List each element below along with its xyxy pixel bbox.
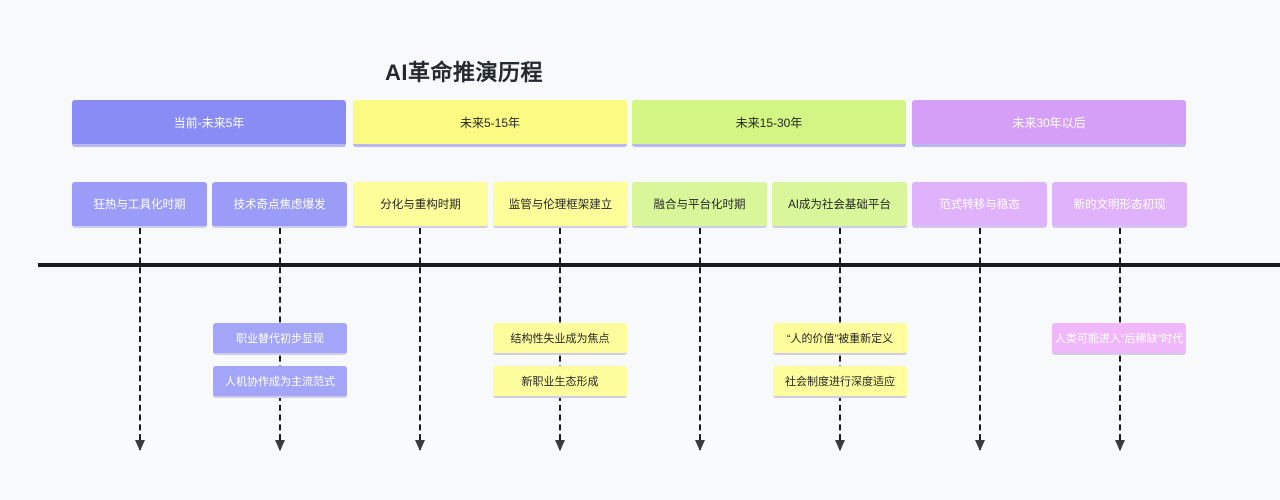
impact-box-3[interactable]: 新职业生态形成 [493, 366, 627, 398]
impact-box-2[interactable]: 结构性失业成为焦点 [493, 323, 627, 355]
phase-box-label: 技术奇点焦虑爆发 [233, 199, 326, 211]
era-band-2[interactable]: 未来15-30年 [632, 100, 906, 147]
connector-line-6 [979, 228, 981, 450]
era-band-label: 未来15-30年 [735, 115, 803, 130]
phase-box-2[interactable]: 分化与重构时期 [353, 182, 488, 228]
connector-line-0 [139, 228, 141, 450]
connector-line-2 [419, 228, 421, 450]
connector-line-4 [699, 228, 701, 450]
era-band-0[interactable]: 当前-未来5年 [72, 100, 346, 147]
connector-arrow-4 [695, 440, 705, 451]
phase-box-label: 新的文明形态初现 [1073, 199, 1166, 211]
page-title: AI革命推演历程 [385, 60, 544, 85]
impact-box-label: 人机协作成为主流范式 [225, 376, 335, 388]
connector-arrow-0 [135, 440, 145, 451]
impact-box-4[interactable]: “人的价值”被重新定义 [773, 323, 907, 355]
phase-box-label: 监管与伦理框架建立 [508, 199, 613, 211]
era-band-3[interactable]: 未来30年以后 [912, 100, 1186, 147]
connector-arrow-2 [415, 440, 425, 451]
phase-box-1[interactable]: 技术奇点焦虑爆发 [212, 182, 347, 228]
phase-box-label: 范式转移与稳态 [939, 199, 1020, 211]
phase-box-0[interactable]: 狂热与工具化时期 [72, 182, 207, 228]
phase-box-4[interactable]: 融合与平台化时期 [632, 182, 767, 228]
era-band-1[interactable]: 未来5-15年 [353, 100, 627, 147]
phase-box-6[interactable]: 范式转移与稳态 [912, 182, 1047, 228]
phase-box-7[interactable]: 新的文明形态初现 [1052, 182, 1187, 228]
connector-arrow-7 [1115, 440, 1125, 451]
connector-arrow-5 [835, 440, 845, 451]
phase-box-label: 融合与平台化时期 [653, 199, 746, 211]
connector-arrow-1 [275, 440, 285, 451]
impact-box-1[interactable]: 人机协作成为主流范式 [213, 366, 347, 398]
impact-box-label: 社会制度进行深度适应 [785, 376, 895, 388]
impact-box-label: 职业替代初步显现 [236, 333, 324, 345]
connector-arrow-3 [555, 440, 565, 451]
phase-box-label: 狂热与工具化时期 [93, 199, 186, 211]
impact-box-0[interactable]: 职业替代初步显现 [213, 323, 347, 355]
impact-box-label: 人类可能进入“后稀缺”时代 [1054, 333, 1184, 345]
impact-box-label: “人的价值”被重新定义 [786, 333, 894, 345]
phase-box-label: AI成为社会基础平台 [788, 199, 891, 211]
timeline-axis [38, 263, 1280, 267]
impact-box-label: 新职业生态形成 [521, 376, 599, 388]
phase-box-5[interactable]: AI成为社会基础平台 [772, 182, 907, 228]
impact-box-6[interactable]: 人类可能进入“后稀缺”时代 [1052, 323, 1186, 355]
impact-box-5[interactable]: 社会制度进行深度适应 [773, 366, 907, 398]
era-band-label: 未来5-15年 [459, 115, 521, 130]
phase-box-label: 分化与重构时期 [380, 199, 461, 211]
connector-arrow-6 [975, 440, 985, 451]
era-band-label: 未来30年以后 [1012, 115, 1086, 130]
era-band-label: 当前-未来5年 [173, 115, 245, 130]
impact-box-label: 结构性失业成为焦点 [510, 333, 610, 345]
phase-box-3[interactable]: 监管与伦理框架建立 [493, 182, 628, 228]
